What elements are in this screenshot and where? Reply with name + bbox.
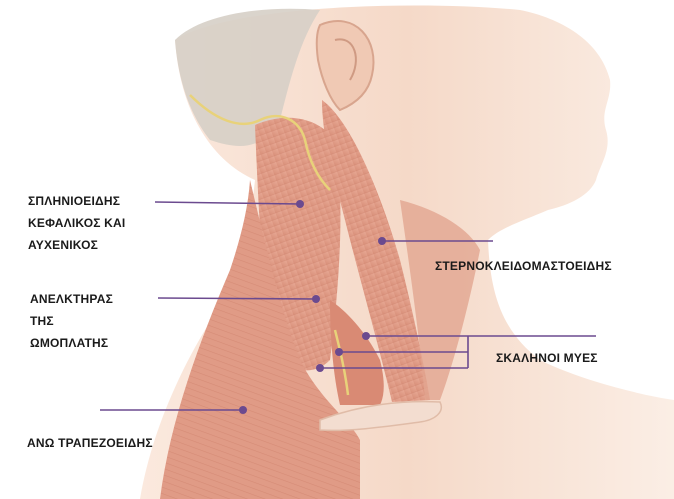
label-splenius-line-2: ΚΕΦΑΛΙΚΟΣ ΚΑΙ bbox=[28, 212, 125, 234]
label-levator-line-1: ΑΝΕΛΚΤΗΡΑΣ bbox=[30, 288, 113, 310]
label-levator-line-3: ΩΜΟΠΛΑΤΗΣ bbox=[30, 332, 113, 354]
label-scm-text: ΣΤΕΡΝΟΚΛΕΙΔΟΜΑΣΤΟΕΙΔΗΣ bbox=[435, 255, 612, 277]
pointer-line-levator bbox=[158, 298, 316, 299]
label-splenius-line-3: ΑΥΧΕΝΙΚΟΣ bbox=[28, 234, 125, 256]
pointer-dot-trapezius bbox=[239, 406, 247, 414]
label-splenius-line-1: ΣΠΛΗΝΙΟΕΙΔΗΣ bbox=[28, 190, 125, 212]
label-splenius: ΣΠΛΗΝΙΟΕΙΔΗΣ ΚΕΦΑΛΙΚΟΣ ΚΑΙ ΑΥΧΕΝΙΚΟΣ bbox=[28, 190, 125, 256]
pointer-dot-splenius bbox=[296, 200, 304, 208]
label-scm: ΣΤΕΡΝΟΚΛΕΙΔΟΜΑΣΤΟΕΙΔΗΣ bbox=[435, 255, 612, 277]
label-scalenes-text: ΣΚΑΛΗΝΟΙ ΜΥΕΣ bbox=[496, 347, 598, 369]
label-scalenes: ΣΚΑΛΗΝΟΙ ΜΥΕΣ bbox=[496, 347, 598, 369]
pointer-dot-scm bbox=[378, 237, 386, 245]
pointer-dot-scalene-1 bbox=[362, 332, 370, 340]
pointer-dot-levator bbox=[312, 295, 320, 303]
label-trapezius-text: ΑΝΩ ΤΡΑΠΕΖΟΕΙΔΗΣ bbox=[27, 432, 153, 454]
label-levator: ΑΝΕΛΚΤΗΡΑΣ ΤΗΣ ΩΜΟΠΛΑΤΗΣ bbox=[30, 288, 113, 354]
pointer-dot-scalene-3 bbox=[316, 364, 324, 372]
label-trapezius: ΑΝΩ ΤΡΑΠΕΖΟΕΙΔΗΣ bbox=[27, 432, 153, 454]
label-levator-line-2: ΤΗΣ bbox=[30, 310, 113, 332]
pointer-dot-scalene-2 bbox=[335, 348, 343, 356]
